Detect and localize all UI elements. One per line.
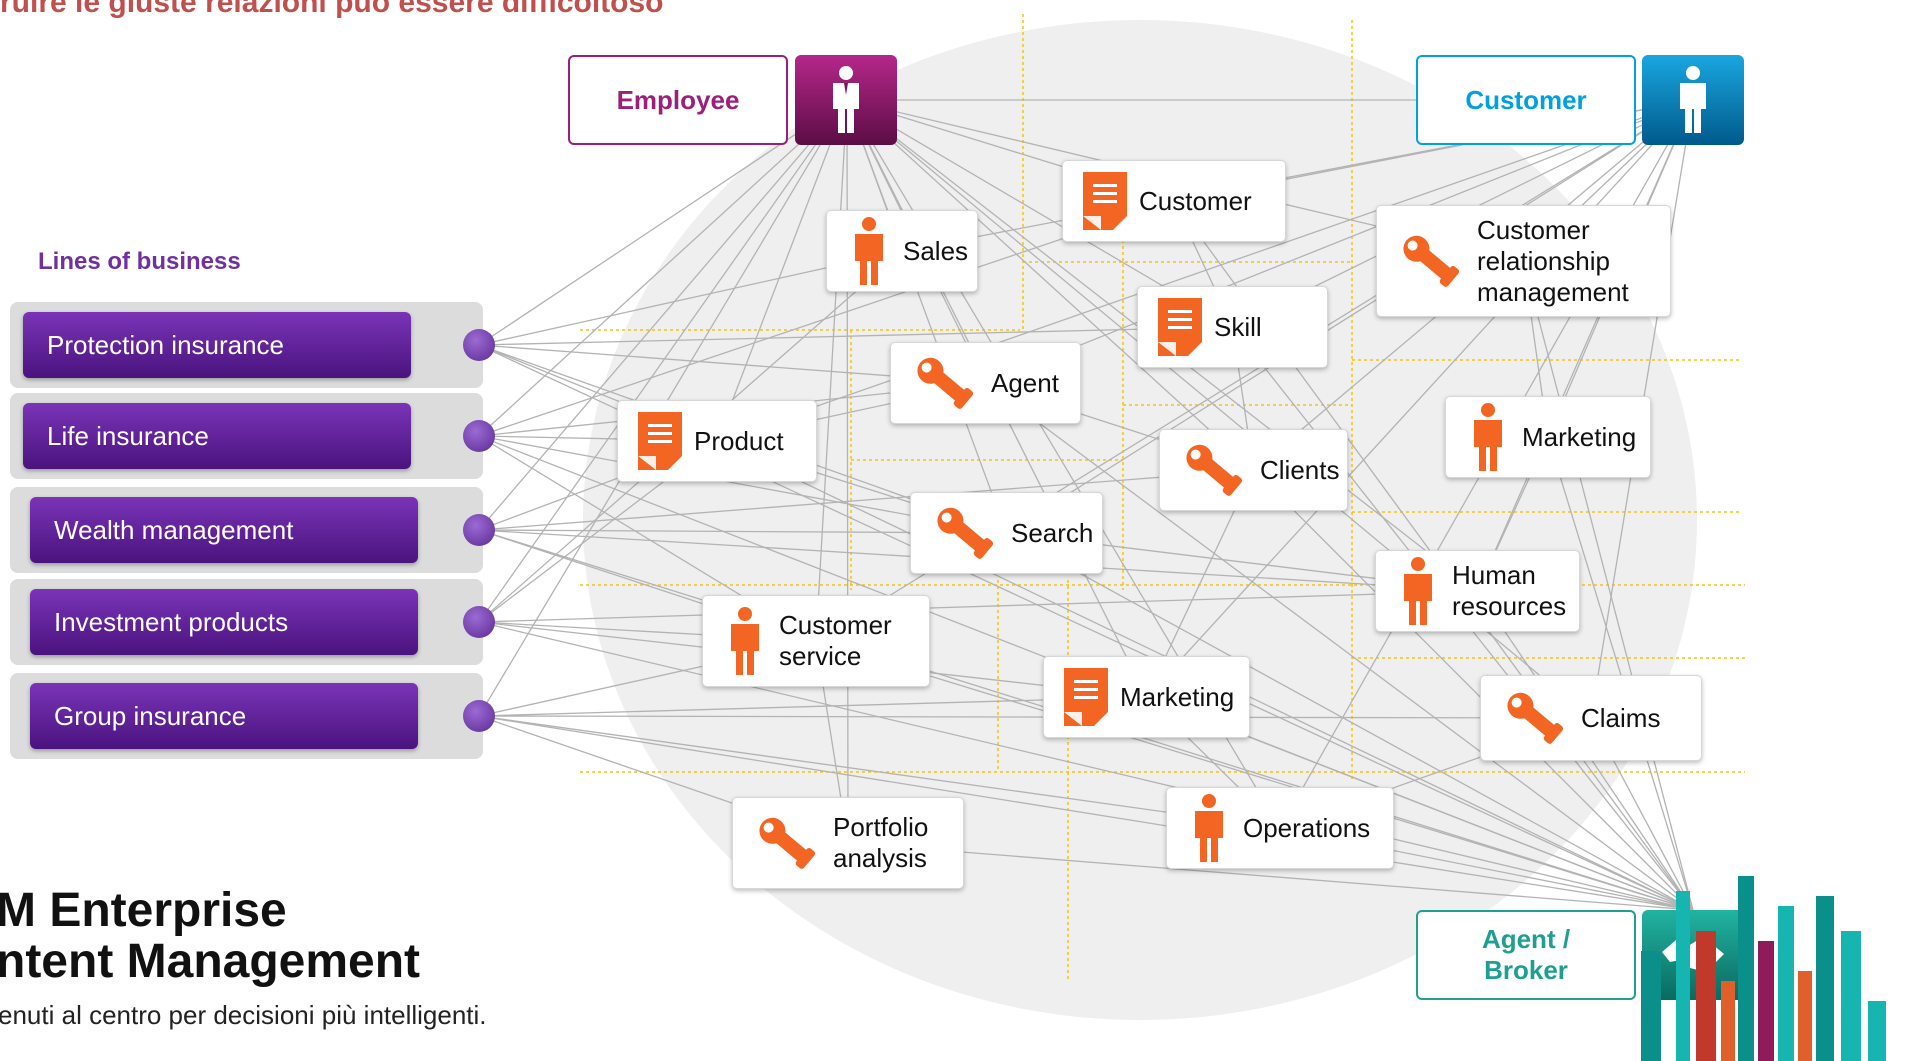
entity-node-label: Clients xyxy=(1260,454,1340,485)
agent-link xyxy=(985,382,1694,911)
agent-link xyxy=(1547,436,1694,911)
entity-node[interactable]: Human resources xyxy=(1375,550,1580,632)
entity-node[interactable]: Operations xyxy=(1166,787,1394,869)
entity-node[interactable]: Agent xyxy=(890,342,1081,424)
agent-broker-label: Agent / Broker xyxy=(1416,910,1636,1000)
connector-dot xyxy=(463,329,495,361)
lob-item-button[interactable]: Wealth management xyxy=(30,497,418,563)
entity-node-label: Customer xyxy=(1139,185,1252,216)
connector-dot xyxy=(463,514,495,546)
person-icon xyxy=(1183,794,1235,862)
employee-link xyxy=(846,99,1008,534)
employee-person-icon xyxy=(795,55,897,145)
entity-node-label: Sales xyxy=(903,235,969,266)
entity-node[interactable]: Customer service xyxy=(702,595,930,687)
agent-link xyxy=(847,842,1694,911)
customer-link xyxy=(1146,99,1694,698)
entity-node-label: Customer service xyxy=(779,610,892,671)
page-title: ruire le giuste relazioni può essere dif… xyxy=(0,0,664,19)
lob-link xyxy=(478,715,1592,719)
city-bars-logo xyxy=(1641,876,1886,1061)
employee-link xyxy=(478,99,848,437)
connector-dot xyxy=(463,700,495,732)
lob-item-button[interactable]: Life insurance xyxy=(23,403,411,469)
wrench-icon xyxy=(1393,229,1469,293)
document-icon xyxy=(1079,170,1131,232)
lob-item-button[interactable]: Group insurance xyxy=(30,683,418,749)
entity-node[interactable]: Claims xyxy=(1480,675,1702,761)
entity-node[interactable]: Product xyxy=(617,400,817,482)
entity-node-label: Agent xyxy=(991,367,1059,398)
lob-link xyxy=(478,590,1478,623)
lob-link xyxy=(478,715,1281,829)
agent-link xyxy=(478,621,1694,911)
customer-link xyxy=(1006,99,1694,534)
agent-link xyxy=(478,715,1694,911)
brand-line-2: ntent Management xyxy=(0,935,421,988)
entity-node-label: Operations xyxy=(1243,812,1371,843)
wrench-icon xyxy=(749,811,825,875)
wrench-icon xyxy=(1497,686,1573,750)
employee-link xyxy=(716,99,848,442)
wrench-icon xyxy=(927,501,1003,565)
employee-link xyxy=(478,99,848,531)
customer-link xyxy=(716,99,1694,442)
lob-item-button[interactable]: Protection insurance xyxy=(23,312,411,378)
document-icon xyxy=(634,410,686,472)
lob-item-button[interactable]: Investment products xyxy=(30,589,418,655)
lob-heading: Lines of business xyxy=(38,248,241,275)
entity-node[interactable]: Portfolio analysis xyxy=(732,797,964,889)
entity-node[interactable]: Sales xyxy=(826,210,978,292)
customer-link xyxy=(1476,99,1694,592)
entity-node[interactable]: Search xyxy=(910,492,1103,574)
person-icon xyxy=(719,607,771,675)
customer-link xyxy=(985,99,1694,384)
lob-link xyxy=(478,469,1254,531)
entity-node[interactable]: Marketing xyxy=(1043,656,1250,738)
wrench-icon xyxy=(1176,438,1252,502)
customer-label: Customer xyxy=(1416,55,1636,145)
agent-link xyxy=(1006,532,1694,911)
person-icon xyxy=(1392,557,1444,625)
employee-label: Employee xyxy=(568,55,788,145)
lob-link xyxy=(478,200,1175,437)
entity-node-label: Claims xyxy=(1581,702,1661,733)
entity-node-label: Search xyxy=(1011,517,1094,548)
document-icon xyxy=(1060,666,1112,728)
entity-node-label: Human resources xyxy=(1452,560,1567,621)
employee-link xyxy=(846,99,1254,471)
entity-node[interactable]: Clients xyxy=(1159,429,1348,511)
connector-dot xyxy=(463,606,495,638)
entity-node-label: Customer relationship management xyxy=(1477,214,1629,307)
entity-node-label: Portfolio analysis xyxy=(833,812,929,873)
employee-link xyxy=(478,99,848,623)
entity-node[interactable]: Customer xyxy=(1062,160,1286,242)
lob-link xyxy=(478,696,1147,717)
brand-line-1: M Enterprise xyxy=(0,884,287,937)
agent-link xyxy=(815,640,1694,911)
connector-dot xyxy=(463,420,495,452)
entity-node-label: Skill xyxy=(1214,311,1262,342)
lob-link xyxy=(478,326,1233,346)
person-icon xyxy=(1462,403,1514,471)
entity-node[interactable]: Skill xyxy=(1137,286,1328,368)
wrench-icon xyxy=(907,351,983,415)
agent-link xyxy=(1522,260,1694,911)
customer-person-icon xyxy=(1642,55,1744,145)
entity-node-label: Product xyxy=(694,425,784,456)
entity-node-label: Marketing xyxy=(1522,421,1637,452)
agent-link xyxy=(1253,469,1694,911)
entity-node[interactable]: Customer relationship management xyxy=(1376,205,1671,317)
entity-node-label: Marketing xyxy=(1120,681,1235,712)
person-icon xyxy=(843,217,895,285)
entity-node[interactable]: Marketing xyxy=(1445,396,1651,478)
document-icon xyxy=(1154,296,1206,358)
brand-tagline: enuti al centro per decisioni più intell… xyxy=(0,1000,487,1030)
